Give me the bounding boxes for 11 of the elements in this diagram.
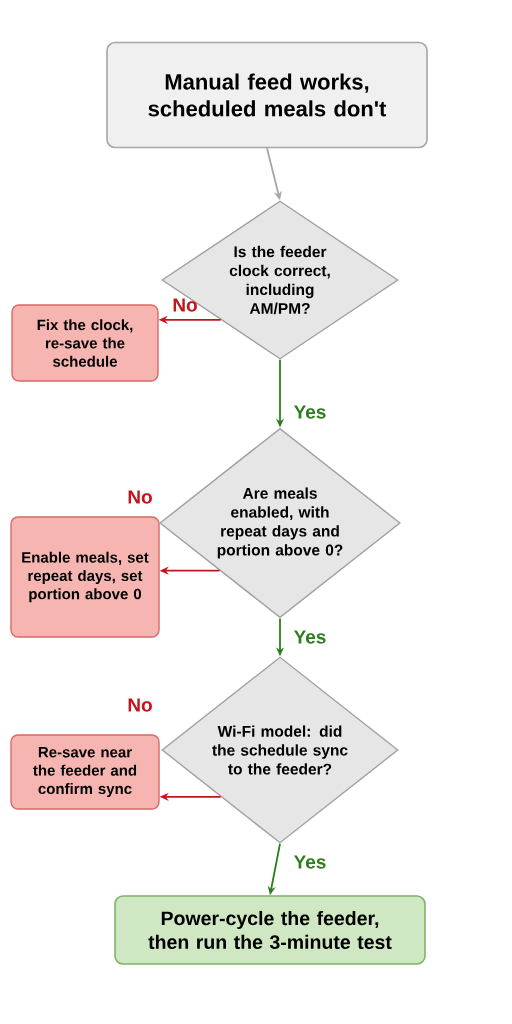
start-box: Manual feed works, scheduled meals don't [106,41,428,149]
edge-label: Yes [293,855,326,869]
edge-label: No [173,298,197,312]
edge-label: Yes [293,405,326,419]
edge-label: Yes [293,630,326,644]
action-box: Fix the clock, re-save the schedule [11,304,159,382]
action-box: Re-save near the feeder and confirm sync [10,734,160,810]
edge-label: No [128,490,152,504]
action-box: Enable meals, set repeat days, set portion above 0 [10,516,160,638]
edge-label: No [128,698,152,712]
end-box: Power-cycle the feeder, then run the 3-minute test [114,895,426,965]
